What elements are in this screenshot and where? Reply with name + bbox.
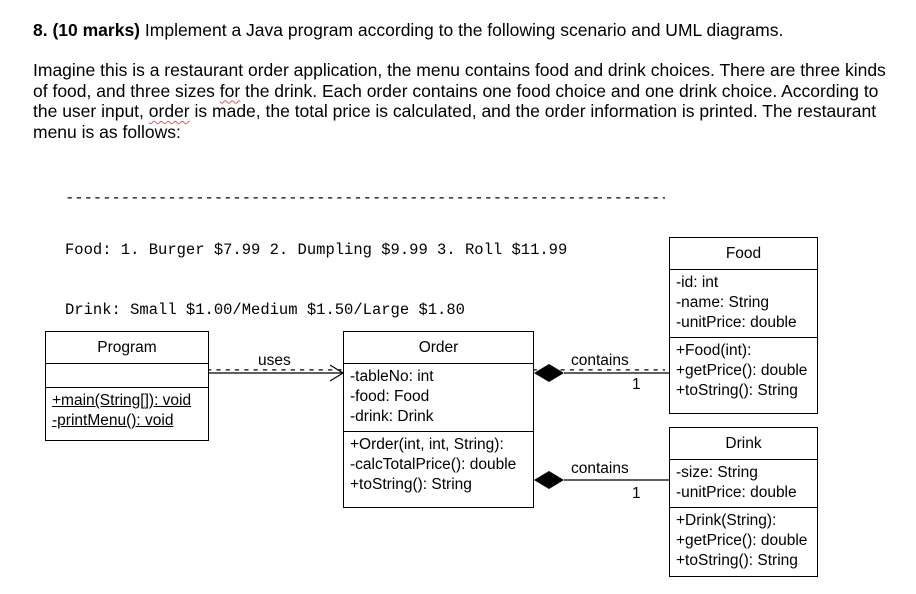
class-attributes: -size: String -unitPrice: double [670, 460, 817, 507]
attribute: -tableNo: int [350, 368, 434, 385]
class-methods: +Food(int): +getPrice(): double +toStrin… [670, 337, 817, 405]
question-heading: 8. (10 marks) Implement a Java program a… [33, 20, 903, 41]
class-name: Program [46, 332, 208, 364]
class-methods: +main(String[]): void -printMenu(): void [46, 387, 208, 435]
question-instruction: Implement a Java program according to th… [144, 20, 784, 40]
method: +Drink(String): [676, 512, 777, 529]
menu-drink-line: Drink: Small $1.00/Medium $1.50/Large $1… [65, 301, 465, 319]
scenario-paragraph: Imagine this is a restaurant order appli… [33, 60, 903, 142]
scenario-text-flagged-for: for [219, 80, 241, 101]
attribute: -unitPrice: double [676, 484, 797, 501]
composition-diamond-drink [534, 471, 564, 489]
class-attributes: -id: int -name: String -unitPrice: doubl… [670, 270, 817, 337]
scenario-text-3: is made, the total price is calculated, … [33, 101, 877, 142]
method: -printMenu(): void [52, 412, 174, 429]
attribute: -drink: Drink [350, 408, 434, 425]
uml-class-drink: Drink -size: String -unitPrice: double +… [669, 427, 818, 577]
method: +main(String[]): void [52, 392, 192, 409]
scenario-text-flagged-order: order [148, 101, 190, 121]
class-name: Drink [670, 428, 817, 460]
contains-drink-label: contains [571, 460, 629, 477]
method: -calcTotalPrice(): double [350, 456, 517, 473]
attribute: -id: int [676, 274, 719, 291]
method: +toString(): String [676, 382, 798, 399]
scenario-text-2: the drink. Each order contains one food … [33, 80, 879, 122]
scenario-text-1: Imagine this is a restaurant order appli… [33, 60, 886, 101]
uses-label: uses [258, 352, 291, 369]
class-methods: +Order(int, int, String): -calcTotalPric… [344, 431, 533, 499]
class-methods: +Drink(String): +getPrice(): double +toS… [670, 507, 817, 575]
attribute: -size: String [676, 464, 758, 481]
method: +getPrice(): double [676, 532, 808, 549]
menu-top-rule: ----------------------------------------… [65, 189, 665, 200]
method: +Order(int, int, String): [350, 436, 504, 453]
class-name: Food [670, 238, 817, 270]
method: +toString(): String [350, 476, 472, 493]
uml-class-order: Order -tableNo: int -food: Food -drink: … [343, 331, 534, 508]
attribute: -food: Food [350, 388, 430, 405]
attribute: -name: String [676, 294, 770, 311]
uml-class-food: Food -id: int -name: String -unitPrice: … [669, 237, 818, 414]
menu-food-line: Food: 1. Burger $7.99 2. Dumpling $9.99 … [65, 241, 568, 259]
method: +getPrice(): double [676, 362, 808, 379]
contains-food-label: contains [571, 352, 629, 369]
method: +Food(int): [676, 342, 752, 359]
composition-diamond-food [534, 364, 564, 382]
class-name: Order [344, 332, 533, 364]
class-attributes: -tableNo: int -food: Food -drink: Drink [344, 364, 533, 431]
method: +toString(): String [676, 552, 798, 569]
question-number: 8. (10 marks) [33, 20, 141, 40]
drink-multiplicity: 1 [632, 485, 641, 502]
class-attributes-empty [46, 364, 208, 387]
attribute: -unitPrice: double [676, 314, 797, 331]
food-multiplicity: 1 [632, 376, 641, 393]
uml-class-program: Program +main(String[]): void -printMenu… [45, 331, 209, 441]
